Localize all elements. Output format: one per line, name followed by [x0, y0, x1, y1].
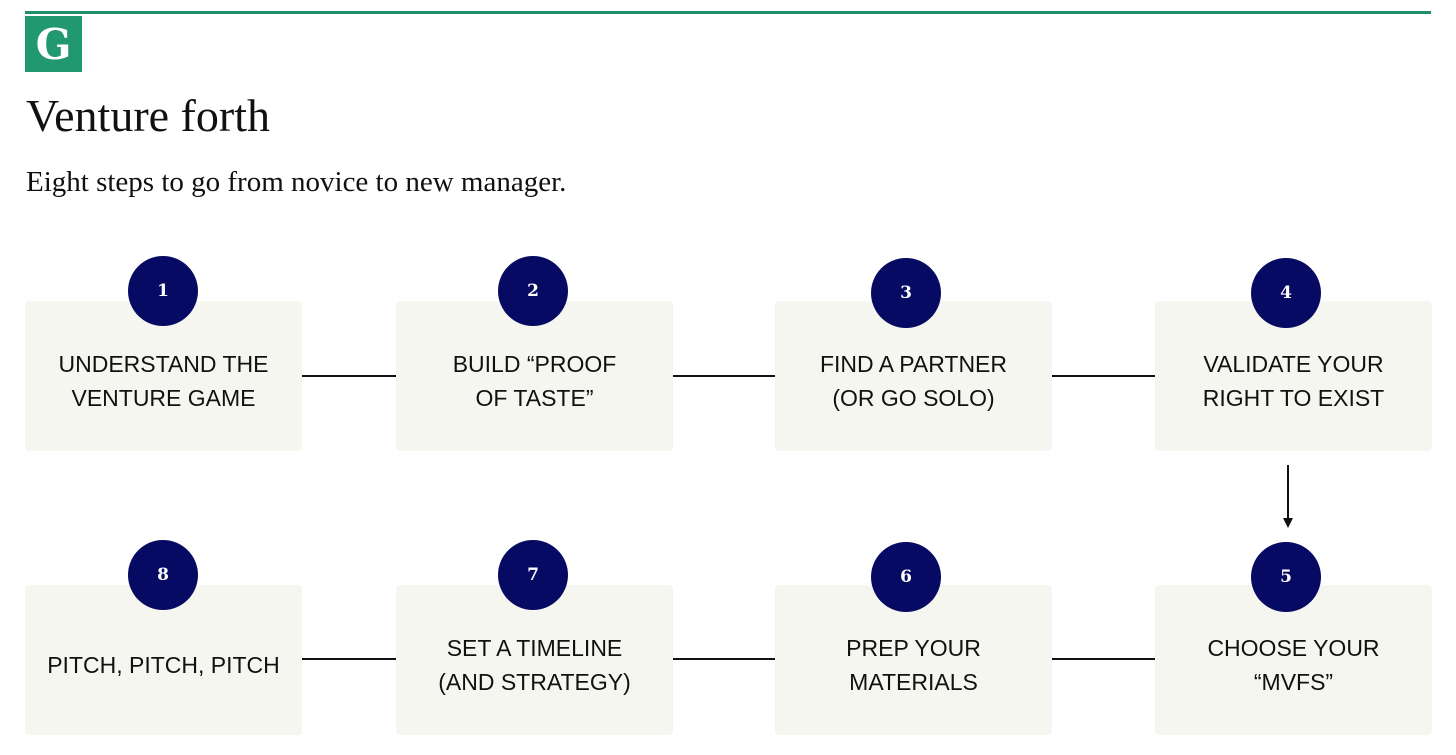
connector-8-7 — [302, 658, 396, 660]
step-box-7: SET A TIMELINE (AND STRATEGY) — [396, 585, 673, 735]
connector-3-4 — [1052, 375, 1155, 377]
step-badge-4: 4 — [1251, 258, 1321, 328]
connector-1-2 — [302, 375, 396, 377]
page-title: Venture forth — [26, 90, 270, 141]
step-box-3: FIND A PARTNER (OR GO SOLO) — [775, 301, 1052, 451]
top-rule — [25, 11, 1431, 14]
logo-letter: G — [35, 19, 72, 69]
step-label: SET A TIMELINE (AND STRATEGY) — [438, 635, 631, 695]
step-badge-6: 6 — [871, 542, 941, 612]
step-badge-2: 2 — [498, 256, 568, 326]
step-badge-5: 5 — [1251, 542, 1321, 612]
connector-6-5 — [1052, 658, 1155, 660]
step-badge-1: 1 — [128, 256, 198, 326]
step-box-1: UNDERSTAND THE VENTURE GAME — [25, 301, 302, 451]
step-badge-3: 3 — [871, 258, 941, 328]
step-label: UNDERSTAND THE VENTURE GAME — [58, 351, 269, 411]
arrow-head-icon — [1283, 518, 1293, 528]
step-label: FIND A PARTNER (OR GO SOLO) — [819, 351, 1008, 411]
connector-2-3 — [672, 375, 775, 377]
logo: G — [25, 16, 82, 72]
step-label: PITCH, PITCH, PITCH — [47, 652, 280, 678]
step-label: BUILD “PROOF OF TASTE” — [452, 351, 617, 411]
step-label: VALIDATE YOUR RIGHT TO EXIST — [1202, 351, 1385, 411]
step-badge-7: 7 — [498, 540, 568, 610]
step-label: PREP YOUR MATERIALS — [846, 635, 981, 695]
page-subtitle: Eight steps to go from novice to new man… — [26, 166, 567, 198]
arrow-4-5 — [1287, 465, 1289, 521]
step-label: CHOOSE YOUR “MVFS” — [1207, 635, 1380, 695]
step-badge-8: 8 — [128, 540, 198, 610]
connector-7-6 — [672, 658, 775, 660]
step-box-2: BUILD “PROOF OF TASTE” — [396, 301, 673, 451]
step-box-8: PITCH, PITCH, PITCH — [25, 585, 302, 735]
